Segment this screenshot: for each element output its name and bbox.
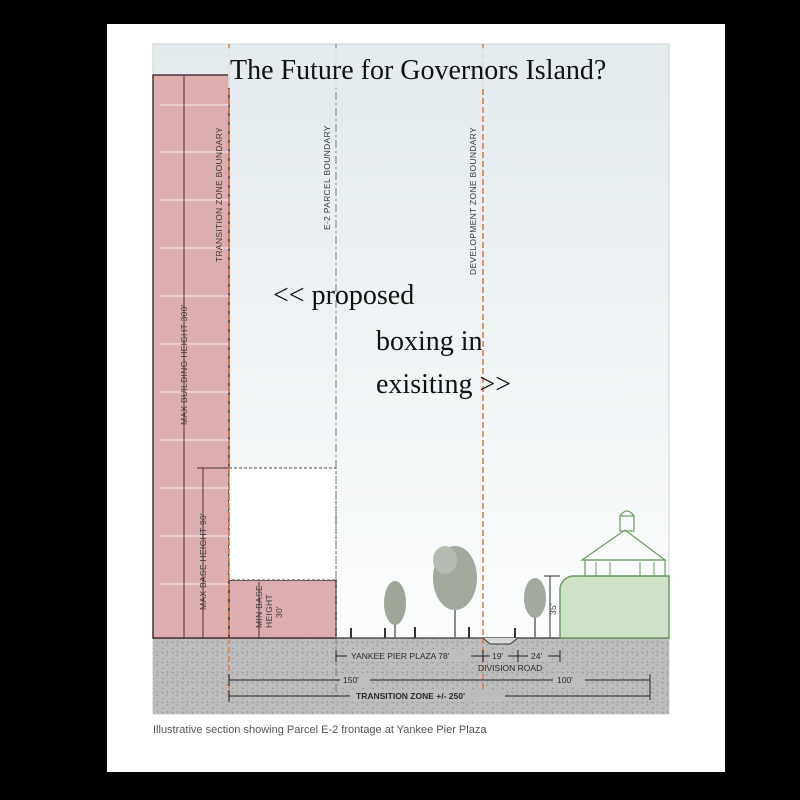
transition-zone-boundary-label: TRANSITION ZONE BOUNDARY xyxy=(214,127,224,262)
plaza-dimension: YANKEE PIER PLAZA 78' xyxy=(351,651,450,661)
transition-zone-dimension: TRANSITION ZONE +/- 250' xyxy=(356,691,465,701)
min-base-podium xyxy=(228,579,337,639)
pedestrians xyxy=(350,627,516,638)
ground-strip xyxy=(153,638,669,714)
min-base-height-label-3: 30' xyxy=(274,606,284,618)
tree-right xyxy=(524,578,546,638)
max-building-height-label: MAX BUILDING HEIGHT 300' xyxy=(179,304,189,425)
overlay-title: The Future for Governors Island? xyxy=(230,55,606,86)
min-base-height-label-1: MIN BASE xyxy=(254,585,264,628)
max-building-envelope xyxy=(152,74,230,639)
tree-small xyxy=(384,581,406,638)
development-zone-boundary-label: DEVELOPMENT ZONE BOUNDARY xyxy=(468,127,478,275)
overlay-line-boxing-in: boxing in xyxy=(376,326,483,357)
max-base-envelope xyxy=(228,467,337,581)
existing-building xyxy=(559,510,670,639)
max-base-height-label: MAX BASE HEIGHT 90' xyxy=(198,513,208,610)
min-base-height-label-2: HEIGHT xyxy=(264,594,274,628)
parcel-boundary-label: E-2 PARCEL BOUNDARY xyxy=(322,125,332,230)
sidewalk-dimension: 24' xyxy=(531,651,542,661)
road-width-dimension: 19' xyxy=(492,651,503,661)
existing-height-label: 35' xyxy=(548,603,558,615)
tree-large xyxy=(433,546,477,638)
left-zone-dimension: 150' xyxy=(343,675,359,685)
overlay-line-existing: exisiting >> xyxy=(376,369,511,400)
figure-caption: Illustrative section showing Parcel E-2 … xyxy=(153,724,487,736)
division-road-label: DIVISION ROAD xyxy=(478,663,542,673)
overlay-line-proposed: << proposed xyxy=(273,280,414,311)
right-zone-dimension: 100' xyxy=(557,675,573,685)
